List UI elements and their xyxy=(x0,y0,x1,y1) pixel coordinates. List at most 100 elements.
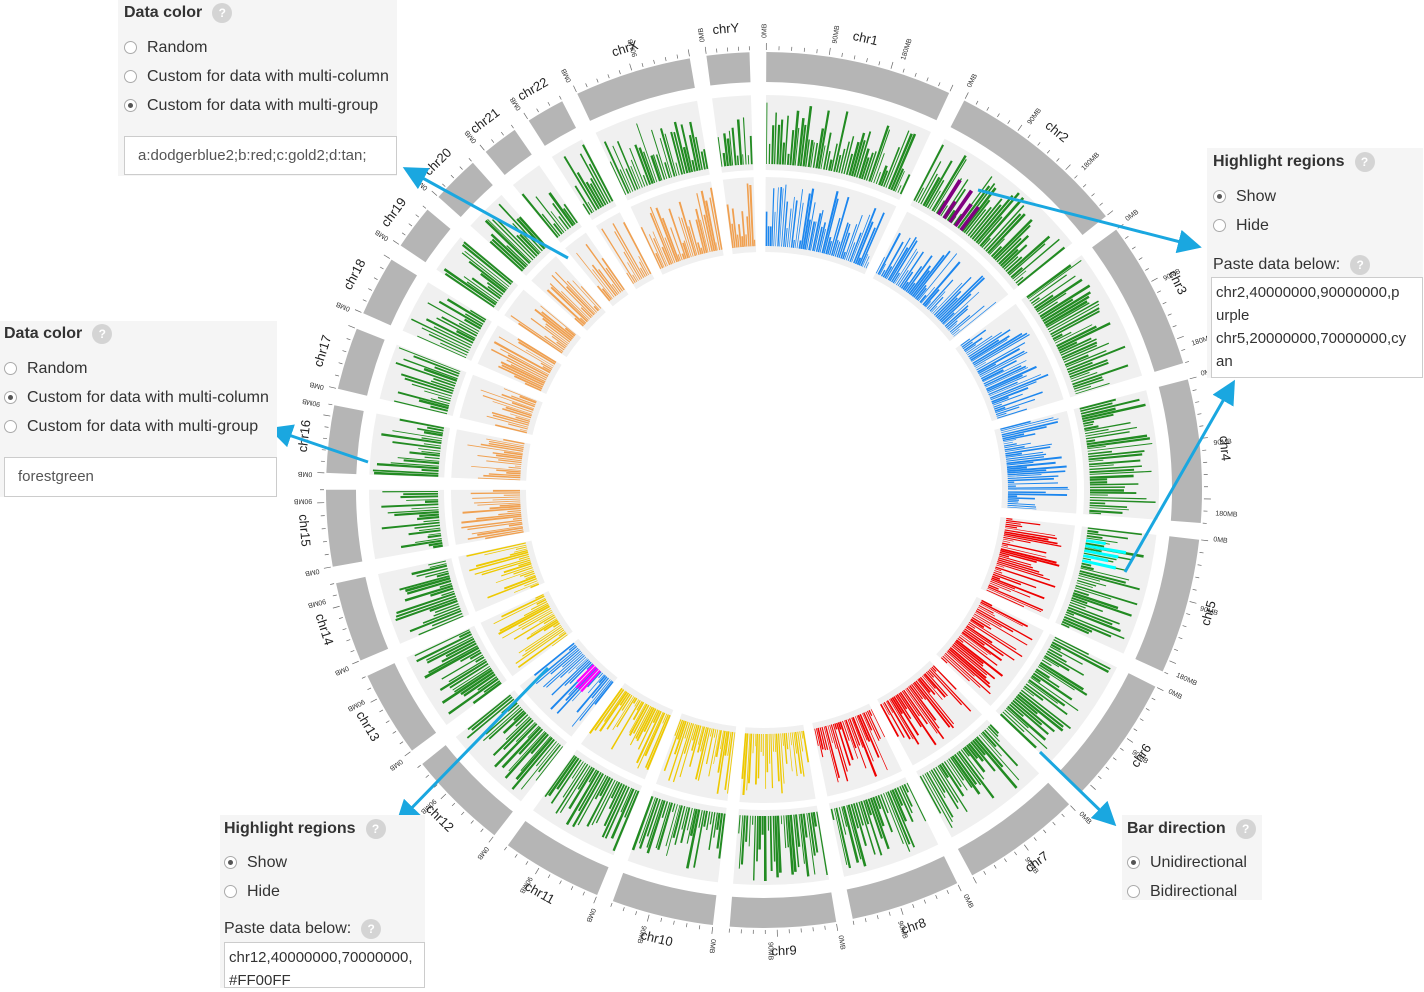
tick-mark xyxy=(1008,120,1010,123)
tick-mark xyxy=(1034,837,1036,840)
data-color-panel-left: Data color ? Random Custom for data with… xyxy=(0,321,277,497)
panel-title: Data color ? xyxy=(124,3,232,23)
radio-icon-checked[interactable] xyxy=(224,856,237,869)
radio-icon[interactable] xyxy=(224,885,237,898)
tick-label: 0MB xyxy=(1124,208,1140,222)
radio-show[interactable]: Show xyxy=(1213,182,1276,211)
tick-mark xyxy=(879,61,880,65)
chromosome-label: chr14 xyxy=(313,612,337,648)
tick-label: 0MB xyxy=(297,470,312,478)
tick-mark xyxy=(1198,565,1202,566)
radio-icon-checked[interactable] xyxy=(1213,190,1226,203)
tick-mark xyxy=(611,903,612,907)
chromosome-label: chr12 xyxy=(423,801,457,835)
tick-mark xyxy=(362,677,366,679)
highlight-data-textarea[interactable]: chr12,40000000,70000000, #FF00FF xyxy=(224,942,425,988)
tick-mark xyxy=(524,113,528,119)
tick-mark xyxy=(1157,688,1163,691)
tick-mark xyxy=(1163,302,1167,304)
ideogram-chr21 xyxy=(486,130,532,175)
tick-mark xyxy=(594,897,597,903)
panel-title-text: Highlight regions xyxy=(224,820,356,838)
tick-mark xyxy=(1157,291,1161,293)
chromosome-label: chr4 xyxy=(1217,435,1234,462)
radio-icon-checked[interactable] xyxy=(1127,856,1140,869)
radio-hide[interactable]: Hide xyxy=(224,877,287,906)
radio-icon[interactable] xyxy=(1127,885,1140,898)
tick-mark xyxy=(451,175,454,178)
tick-mark xyxy=(688,49,689,56)
tick-mark xyxy=(363,300,367,302)
textarea-line: chr5,20000000,70000000,cy xyxy=(1216,327,1418,350)
radio-group: Random Custom for data with multi-column… xyxy=(4,354,269,441)
tick-mark xyxy=(1092,194,1095,197)
inner-bar xyxy=(1008,482,1014,483)
radio-multi-group[interactable]: Custom for data with multi-group xyxy=(4,412,269,441)
tick-mark xyxy=(877,915,878,919)
tick-label: 0MB xyxy=(966,73,979,89)
highlight-data-textarea[interactable]: chr2,40000000,90000000,p urple chr5,2000… xyxy=(1211,277,1423,378)
tick-mark xyxy=(642,63,643,67)
chromosome-label: chr15 xyxy=(296,514,314,548)
tick-mark xyxy=(891,62,893,69)
tick-mark xyxy=(677,55,678,59)
radio-show[interactable]: Show xyxy=(224,848,287,877)
radio-icon-checked[interactable] xyxy=(4,391,17,404)
radio-multi-column[interactable]: Custom for data with multi-column xyxy=(124,62,389,91)
radio-multi-group[interactable]: Custom for data with multi-group xyxy=(124,91,389,120)
radio-icon-checked[interactable] xyxy=(124,99,137,112)
tick-label: 0MB xyxy=(309,380,325,390)
help-icon[interactable]: ? xyxy=(1355,152,1375,172)
help-icon[interactable]: ? xyxy=(212,3,232,23)
highlight-regions-panel-right: Highlight regions ? Show Hide Paste data… xyxy=(1207,148,1423,378)
radio-multi-column[interactable]: Custom for data with multi-column xyxy=(4,383,269,412)
radio-group: Show Hide xyxy=(1213,182,1276,240)
radio-icon[interactable] xyxy=(124,70,137,83)
tick-mark xyxy=(346,640,350,641)
radio-icon[interactable] xyxy=(4,362,17,375)
tick-mark xyxy=(853,921,854,925)
data-color-input[interactable]: forestgreen xyxy=(4,457,277,497)
data-color-input[interactable]: a:dodgerblue2;b:red;c:gold2;d:tan; xyxy=(124,136,397,175)
tick-mark xyxy=(976,101,978,105)
help-icon[interactable]: ? xyxy=(1236,819,1256,839)
tick-mark xyxy=(994,865,996,868)
tick-mark xyxy=(1174,649,1178,650)
tick-mark xyxy=(432,191,437,196)
help-icon[interactable]: ? xyxy=(92,324,112,344)
radio-icon[interactable] xyxy=(124,41,137,54)
help-icon[interactable]: ? xyxy=(361,919,381,939)
chromosome-label: chr1 xyxy=(851,28,879,48)
tick-mark xyxy=(842,53,843,57)
radio-label: Custom for data with multi-group xyxy=(27,418,258,436)
tick-label: 0MB xyxy=(837,935,846,951)
tick-label: 0MB xyxy=(1213,536,1228,545)
tick-mark xyxy=(1043,830,1046,833)
tick-mark xyxy=(379,710,382,712)
panel-title: Highlight regions ? xyxy=(1213,152,1375,172)
tick-mark xyxy=(384,255,390,259)
tick-mark xyxy=(371,699,377,702)
radio-bidirectional[interactable]: Bidirectional xyxy=(1127,877,1247,906)
radio-icon[interactable] xyxy=(1213,219,1226,232)
textarea-line: an xyxy=(1216,350,1418,373)
tick-mark xyxy=(1201,540,1208,541)
tick-mark xyxy=(987,107,989,110)
outer-bar xyxy=(768,816,769,831)
tick-mark xyxy=(665,57,666,61)
radio-random[interactable]: Random xyxy=(124,33,389,62)
tick-mark xyxy=(712,927,713,934)
chromosome-label: chr9 xyxy=(771,942,797,958)
tick-mark xyxy=(924,900,925,904)
radio-random[interactable]: Random xyxy=(4,354,269,383)
help-icon[interactable]: ? xyxy=(366,819,386,839)
tick-mark xyxy=(471,820,474,823)
chromosome-label: chr6 xyxy=(1127,741,1154,770)
radio-hide[interactable]: Hide xyxy=(1213,211,1276,240)
radio-unidirectional[interactable]: Unidirectional xyxy=(1127,848,1247,877)
tick-mark xyxy=(501,132,503,135)
radio-icon[interactable] xyxy=(4,420,17,433)
chromosome-label: chr22 xyxy=(515,74,551,103)
help-icon[interactable]: ? xyxy=(1350,255,1370,275)
panel-title: Highlight regions ? xyxy=(224,819,386,839)
